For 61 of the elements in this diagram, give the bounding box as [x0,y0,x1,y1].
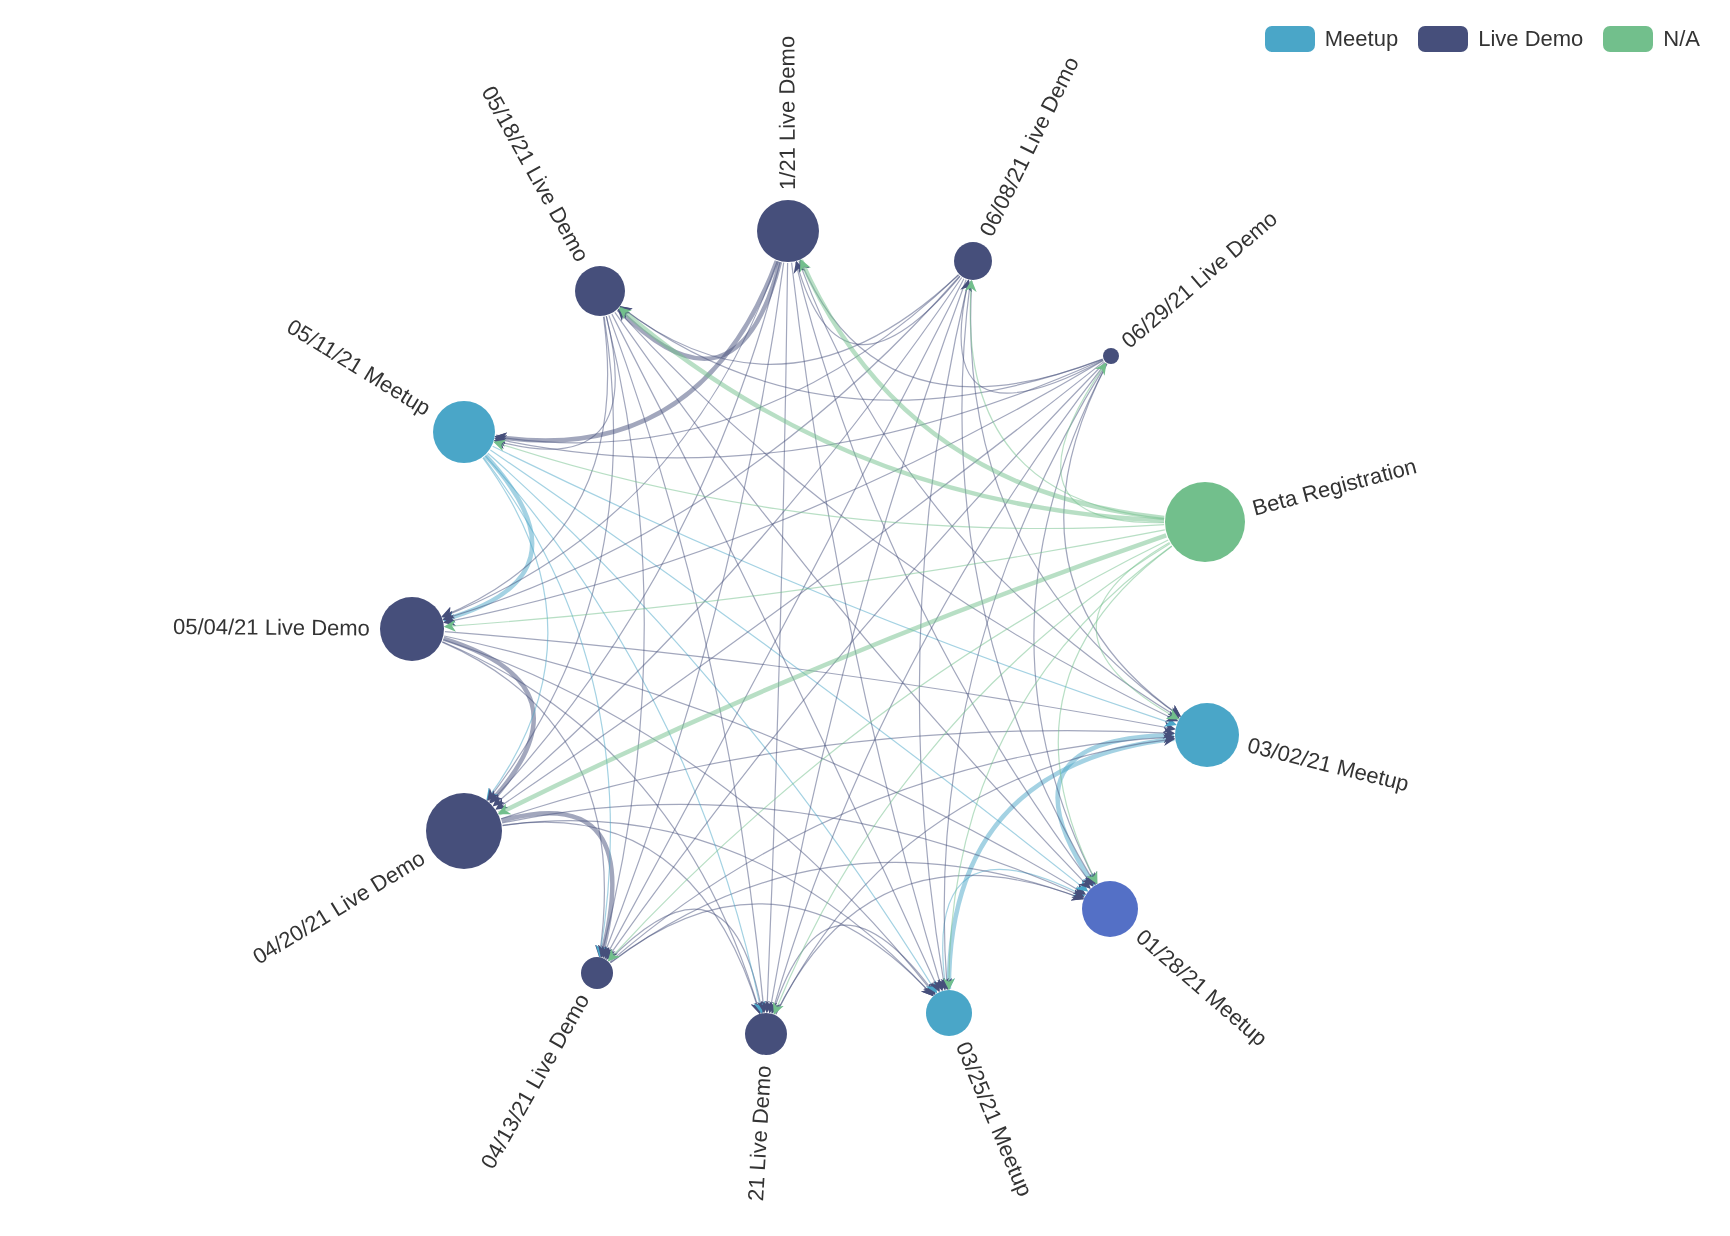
arrow [482,456,611,958]
node-label: 05/04/21 Live Demo [172,614,370,642]
arrow [775,734,1176,1015]
arrow [1055,732,1175,887]
arrow [607,539,1169,962]
arrow [611,313,941,993]
node-label: 1/21 Live Demo [774,35,801,191]
arrow [761,262,789,1014]
arrow [482,457,549,801]
arrow [497,533,1167,816]
arrow [960,279,1104,394]
arrow [773,543,1171,1015]
arrow [443,360,1104,626]
arrow [606,361,1106,961]
arrow [442,454,535,623]
arrow [1095,542,1180,720]
arrow [494,260,779,444]
arrow [765,279,967,1014]
arrow [798,259,1165,521]
arrow [492,276,963,807]
arrow [795,261,1094,887]
arrow [502,821,762,1015]
arrow [608,314,769,1014]
arrow [443,635,1087,895]
arrow [601,262,785,959]
arrow [443,529,1166,632]
arrow [614,311,1091,889]
arrow [492,445,1177,727]
arrow [494,274,960,444]
arrow [487,316,614,802]
arrow [616,261,783,361]
legend-label: Meetup [1324,26,1399,52]
legend-label: N/A [1663,26,1700,52]
arrow [943,545,1173,991]
arrow [500,726,1176,820]
legend-label: Live Demo [1478,26,1584,52]
arrow [493,439,1165,530]
arrow [794,260,961,345]
arrow [442,636,536,804]
arrow [444,631,1176,733]
arrow [1058,545,1173,885]
arrow [618,306,1165,523]
arrow [604,278,965,960]
arrow [502,820,934,997]
arrow [441,316,609,618]
arrow [791,262,945,992]
arrow [493,315,616,450]
node-label: 03/02/21 Meetup [1244,732,1412,798]
arrow [1060,362,1165,524]
arrow [965,279,1165,519]
arrow [441,641,607,958]
arrow [495,361,1105,810]
node-label: 21 Live Demo [743,1064,778,1202]
arrow [501,803,1085,899]
arrow [1063,363,1181,717]
arrow [487,452,938,994]
arrow [798,260,1180,719]
arrow [489,449,1089,892]
arrow [501,811,615,958]
arrow [609,731,1176,963]
arrow [772,924,936,1014]
